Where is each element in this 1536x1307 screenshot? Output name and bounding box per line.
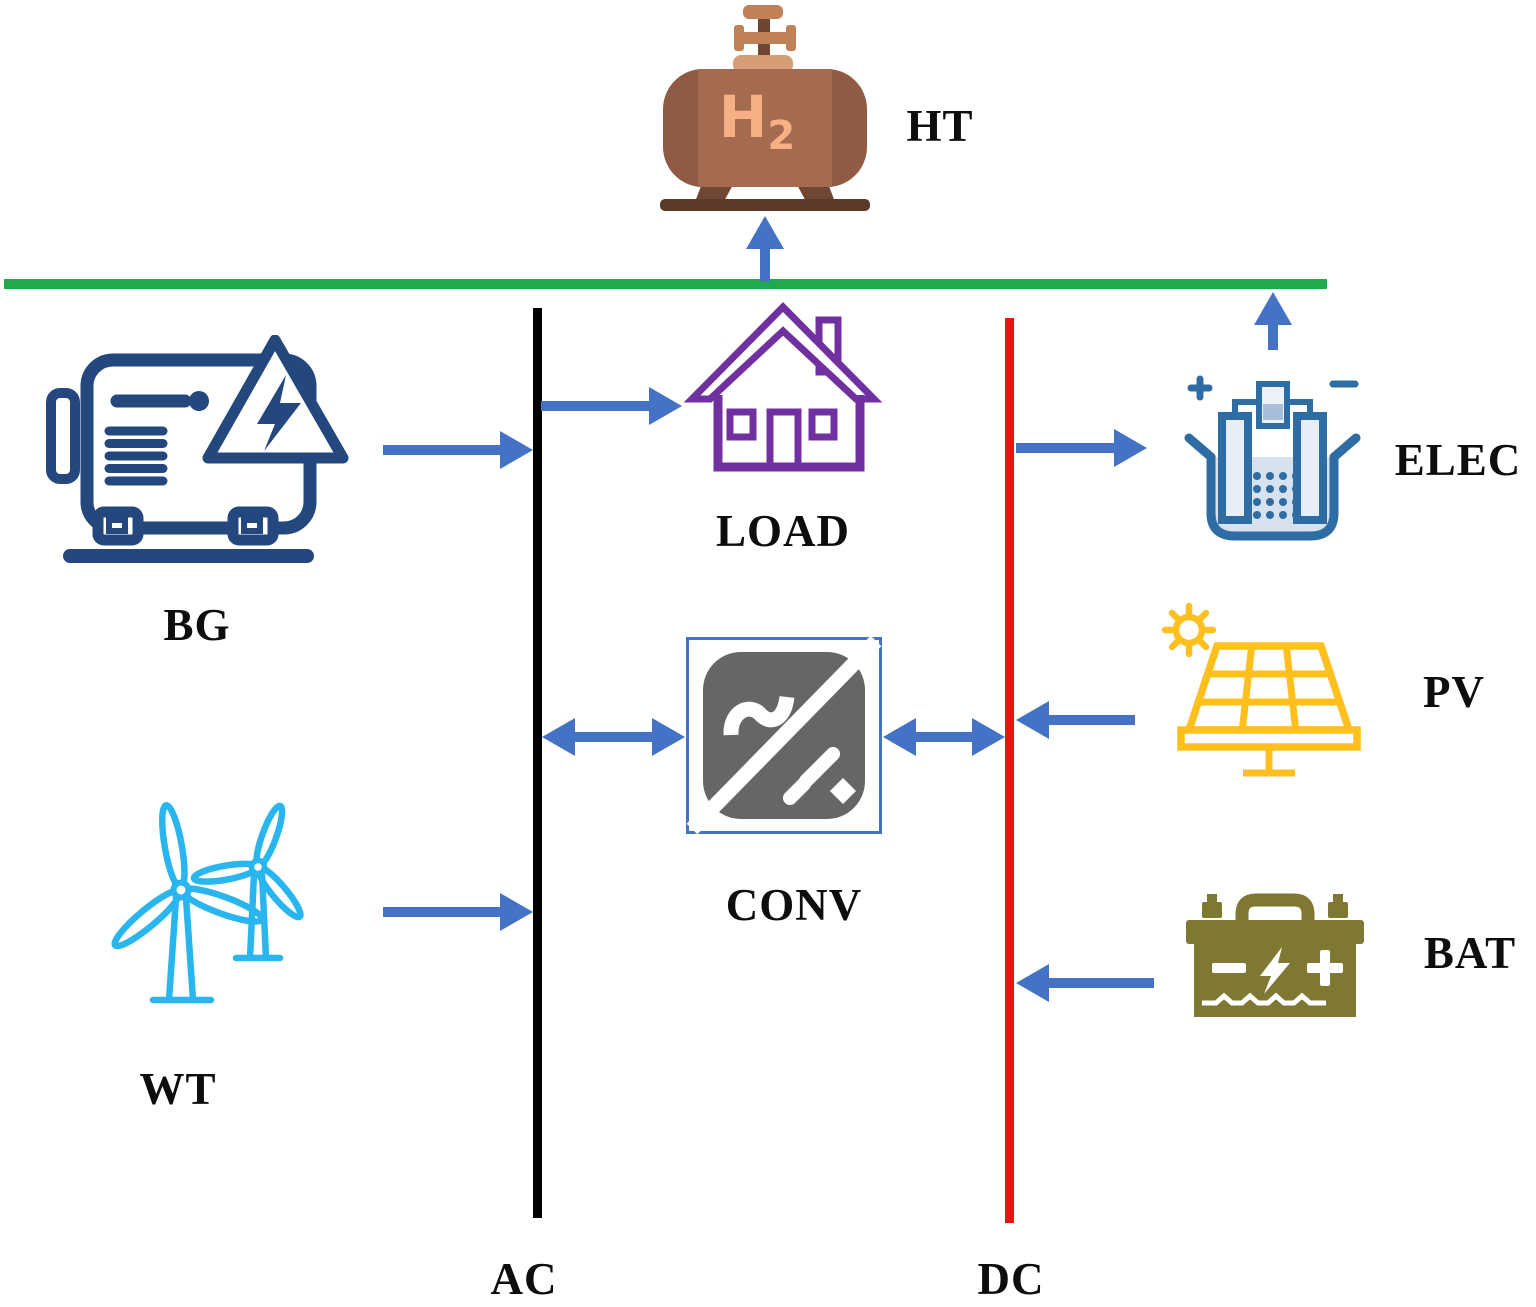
hydrogen-bus-line (4, 279, 1327, 289)
conv-label: CONV (725, 880, 863, 930)
bg-label: BG (163, 600, 231, 650)
arrow-ac-conv-bidirectional (542, 718, 685, 756)
dc-symbol-glyph (783, 747, 840, 805)
arrow-pv-to-dc (1016, 701, 1135, 739)
plus-terminal (1187, 375, 1213, 401)
ht-label: HT (906, 101, 974, 151)
arrow-ac-to-load (541, 387, 682, 425)
house-icon (683, 302, 883, 472)
battery-icon (1186, 893, 1364, 1017)
ac-bus-label: AC (490, 1254, 558, 1304)
dc-bus-line (1005, 318, 1014, 1223)
arrow-wt-to-ac (383, 893, 533, 931)
solar-panel-icon (1161, 602, 1361, 777)
dc-bus-label: DC (977, 1254, 1045, 1304)
converter-icon (686, 637, 882, 834)
arrow-conv-dc-bidirectional (883, 718, 1005, 756)
arrow-bg-to-ac (383, 431, 533, 469)
load-label: LOAD (715, 506, 851, 556)
wind-turbine-icon (111, 802, 304, 1004)
electrolyzer-icon: + (1184, 375, 1361, 541)
arrow-h2bus-to-ht (746, 216, 784, 282)
ac-wave-glyph (723, 695, 795, 736)
biogas-generator-icon (46, 335, 349, 563)
bat-label: BAT (1423, 928, 1517, 978)
ac-bus-line (533, 308, 542, 1218)
pv-label: PV (1423, 667, 1485, 717)
elec-label: ELEC (1394, 435, 1522, 485)
hydrogen-tank-label: H2 (718, 83, 796, 159)
wt-label: WT (139, 1064, 217, 1114)
hydrogen-tank-icon (660, 5, 870, 211)
arrow-elec-to-h2bus (1254, 292, 1292, 350)
arrow-bat-to-dc (1016, 964, 1154, 1002)
arrow-dc-to-elec (1016, 429, 1147, 467)
